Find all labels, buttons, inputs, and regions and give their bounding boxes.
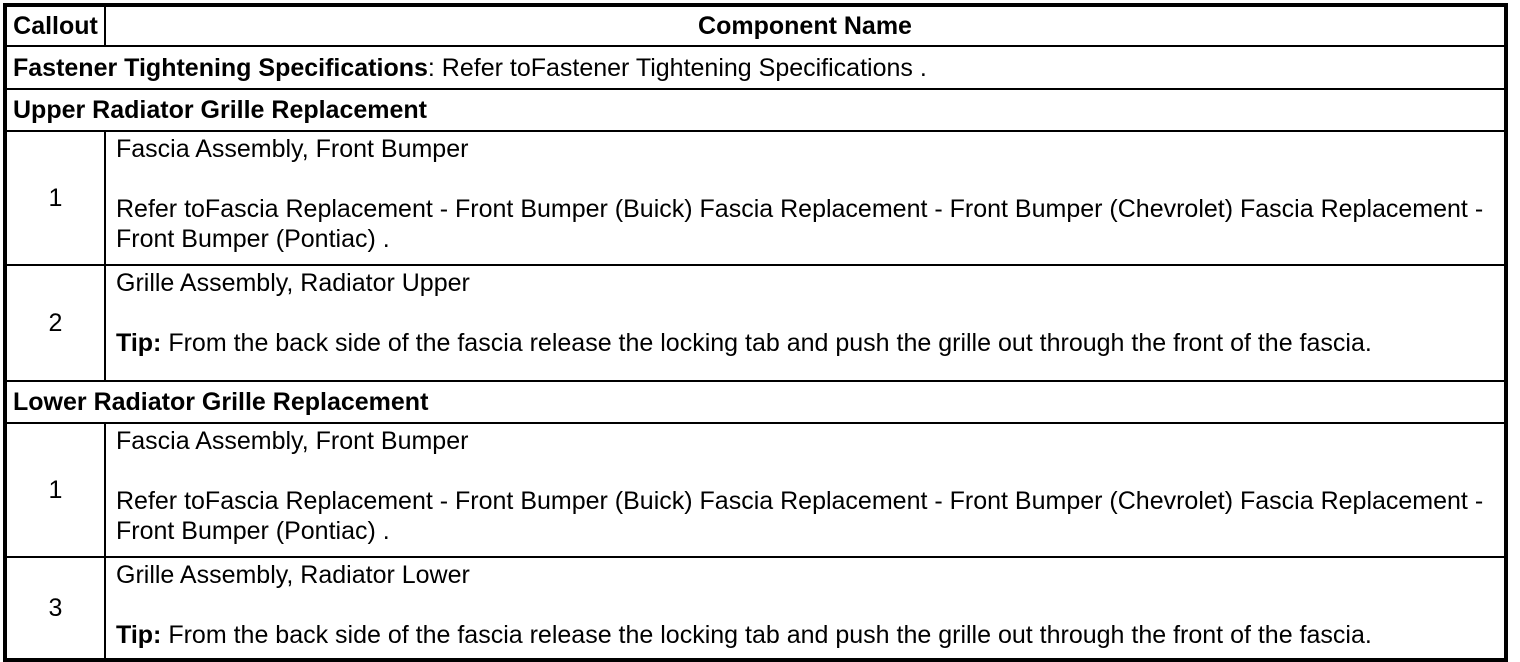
- component-cell: Grille Assembly, Radiator Upper Tip: Fro…: [104, 264, 1507, 382]
- upper-section-header-row: Upper Radiator Grille Replacement: [4, 88, 1507, 132]
- callout-cell: 2: [4, 264, 106, 382]
- component-cell: Fascia Assembly, Front Bumper Refer toFa…: [104, 130, 1507, 266]
- cross-reference-text: Refer toFascia Replacement - Front Bumpe…: [116, 487, 1484, 545]
- tip-label: Tip:: [116, 621, 162, 649]
- table-row: 1 Fascia Assembly, Front Bumper Refer to…: [4, 130, 1507, 266]
- component-name-column-header: Component Name: [104, 4, 1507, 47]
- tip-text: From the back side of the fascia release…: [161, 621, 1372, 649]
- callout-cell: 1: [4, 422, 106, 558]
- fastener-specs-row: Fastener Tightening Specifications: Refe…: [4, 45, 1507, 90]
- lower-section-header-row: Lower Radiator Grille Replacement: [4, 380, 1507, 424]
- component-name-text: Fascia Assembly, Front Bumper: [116, 427, 469, 455]
- lower-section-title: Lower Radiator Grille Replacement: [4, 380, 1507, 424]
- fastener-specs-label: Fastener Tightening Specifications: [13, 53, 428, 82]
- cross-reference-text: Refer toFascia Replacement - Front Bumpe…: [116, 195, 1484, 253]
- component-cell: Grille Assembly, Radiator Lower Tip: Fro…: [104, 556, 1507, 661]
- table-row: 1 Fascia Assembly, Front Bumper Refer to…: [4, 422, 1507, 558]
- tip-label: Tip:: [116, 329, 162, 357]
- table-header-row: Callout Component Name: [4, 4, 1507, 47]
- upper-section-title: Upper Radiator Grille Replacement: [4, 88, 1507, 132]
- component-note-text: Tip: From the back side of the fascia re…: [116, 620, 1494, 650]
- callout-cell: 1: [4, 130, 106, 266]
- component-name-text: Fascia Assembly, Front Bumper: [116, 135, 469, 163]
- component-name-text: Grille Assembly, Radiator Lower: [116, 561, 470, 589]
- callout-column-header: Callout: [4, 4, 106, 47]
- component-cell: Fascia Assembly, Front Bumper Refer toFa…: [104, 422, 1507, 558]
- component-note-text: Refer toFascia Replacement - Front Bumpe…: [116, 194, 1494, 254]
- tip-text: From the back side of the fascia release…: [161, 329, 1372, 357]
- component-name-text: Grille Assembly, Radiator Upper: [116, 269, 470, 297]
- table-row: 2 Grille Assembly, Radiator Upper Tip: F…: [4, 264, 1507, 382]
- table-row: 3 Grille Assembly, Radiator Lower Tip: F…: [4, 556, 1507, 661]
- callout-cell: 3: [4, 556, 106, 661]
- fastener-specs-cell: Fastener Tightening Specifications: Refe…: [4, 45, 1507, 90]
- component-note-text: Refer toFascia Replacement - Front Bumpe…: [116, 486, 1494, 546]
- component-note-text: Tip: From the back side of the fascia re…: [116, 328, 1494, 358]
- component-spec-table: Callout Component Name Fastener Tighteni…: [3, 3, 1508, 662]
- fastener-specs-reference-text: : Refer toFastener Tightening Specificat…: [427, 53, 927, 82]
